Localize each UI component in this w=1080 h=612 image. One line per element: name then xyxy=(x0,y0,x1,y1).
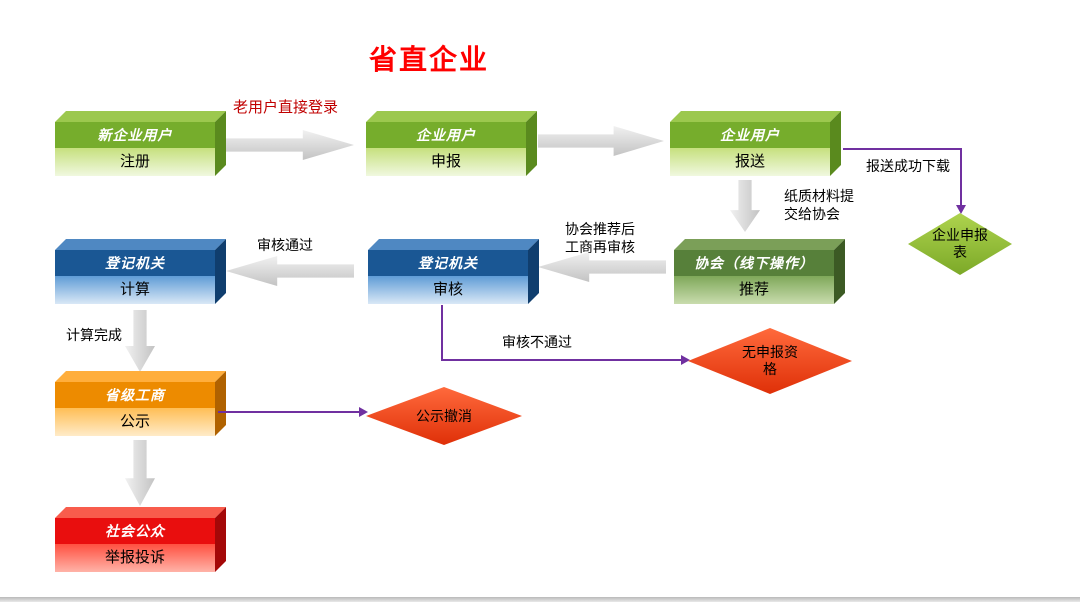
node-header: 新企业用户 xyxy=(55,122,215,148)
arrow-calculate-to-publicity xyxy=(125,310,155,372)
box-top-face xyxy=(55,371,226,382)
label-calc-done: 计算完成 xyxy=(66,327,122,343)
node-header: 登记机关 xyxy=(55,250,215,276)
node-header: 登记机关 xyxy=(368,250,528,276)
node-header: 协会（线下操作） xyxy=(674,250,834,276)
diamond-application-form: 企业申报表 xyxy=(908,213,1012,275)
node-body: 举报投诉 xyxy=(55,544,215,572)
diamond-revoke: 公示撤消 xyxy=(366,387,522,445)
arrowhead-revoke-icon xyxy=(359,407,368,417)
connector-submit-form-horizontal xyxy=(843,148,962,150)
node-calculate: 登记机关 计算 xyxy=(55,239,226,304)
node-review: 登记机关 审核 xyxy=(368,239,539,304)
box-top-face xyxy=(55,507,226,518)
arrow-publicity-to-public xyxy=(125,440,155,506)
arrowhead-no-qualification-icon xyxy=(681,355,690,365)
box-side-face xyxy=(830,111,841,176)
node-header: 省级工商 xyxy=(55,382,215,408)
box-top-face xyxy=(674,239,845,250)
box-top-face xyxy=(368,239,539,250)
node-register: 新企业用户 注册 xyxy=(55,111,226,176)
diamond-label: 企业申报表 xyxy=(932,227,988,260)
node-body: 审核 xyxy=(368,276,528,304)
connector-submit-form-vertical xyxy=(960,148,962,206)
node-header: 企业用户 xyxy=(670,122,830,148)
box-side-face xyxy=(215,111,226,176)
label-assoc-recommend: 协会推荐后工商再审核 xyxy=(565,221,635,255)
node-body: 计算 xyxy=(55,276,215,304)
node-association: 协会（线下操作） 推荐 xyxy=(674,239,845,304)
label-review-pass: 审核通过 xyxy=(257,237,313,253)
node-body: 注册 xyxy=(55,148,215,176)
box-side-face xyxy=(834,239,845,304)
arrow-association-to-review xyxy=(538,252,666,282)
label-old-user-login: 老用户直接登录 xyxy=(233,99,339,116)
diamond-label: 公示撤消 xyxy=(416,407,472,424)
box-side-face xyxy=(215,371,226,436)
label-paper-material: 纸质材料提交给协会 xyxy=(784,188,854,222)
node-body: 申报 xyxy=(366,148,526,176)
node-submit: 企业用户 报送 xyxy=(670,111,841,176)
arrowhead-form-icon xyxy=(956,205,966,214)
connector-review-fail-horizontal xyxy=(441,359,685,361)
node-header: 社会公众 xyxy=(55,518,215,544)
connector-review-fail-vertical xyxy=(441,305,443,361)
node-body: 推荐 xyxy=(674,276,834,304)
bottom-divider xyxy=(0,597,1080,602)
box-side-face xyxy=(528,239,539,304)
box-side-face xyxy=(215,239,226,304)
node-body: 报送 xyxy=(670,148,830,176)
diamond-no-qualification: 无申报资格 xyxy=(688,328,852,394)
box-top-face xyxy=(366,111,537,122)
arrow-declare-to-submit xyxy=(538,126,664,156)
box-top-face xyxy=(55,239,226,250)
arrow-submit-to-association xyxy=(730,180,760,232)
label-review-fail: 审核不通过 xyxy=(502,334,572,350)
node-declare: 企业用户 申报 xyxy=(366,111,537,176)
node-public: 社会公众 举报投诉 xyxy=(55,507,226,572)
arrow-review-to-calculate xyxy=(226,256,354,286)
node-header: 企业用户 xyxy=(366,122,526,148)
diamond-label: 无申报资格 xyxy=(742,344,798,377)
node-body: 公示 xyxy=(55,408,215,436)
box-side-face xyxy=(215,507,226,572)
connector-publicity-revoke xyxy=(218,411,362,413)
box-top-face xyxy=(670,111,841,122)
node-publicity: 省级工商 公示 xyxy=(55,371,226,436)
box-side-face xyxy=(526,111,537,176)
page-title: 省直企业 xyxy=(369,44,490,75)
arrow-register-to-declare xyxy=(226,130,354,160)
label-download: 报送成功下载 xyxy=(866,158,950,174)
box-top-face xyxy=(55,111,226,122)
